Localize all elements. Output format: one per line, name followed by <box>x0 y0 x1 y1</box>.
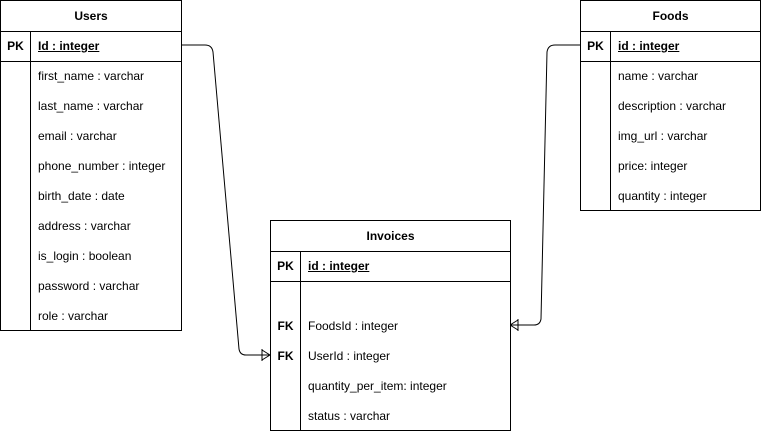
users-pk-field: Id : integer <box>38 39 100 53</box>
invoices-key-column <box>271 251 301 430</box>
invoices-field: status : varchar <box>308 409 391 423</box>
foods-field: quantity : integer <box>618 189 707 203</box>
foods-field: price: integer <box>618 159 688 173</box>
invoices-pk-row: PK id : integer <box>271 251 510 282</box>
foods-key-column <box>581 31 611 210</box>
invoices-fk-label: FK <box>277 349 294 363</box>
foods-invoices-relation-line <box>510 44 580 326</box>
users-field: last_name : varchar <box>38 99 144 113</box>
users-field: role : varchar <box>38 309 109 323</box>
foods-pk-field: id : integer <box>618 39 680 53</box>
users-key-column <box>1 31 31 330</box>
invoices-pk-field: id : integer <box>308 259 370 273</box>
foods-field: img_url : varchar <box>618 129 708 143</box>
invoices-field: quantity_per_item: integer <box>308 379 447 393</box>
users-field: email : varchar <box>38 129 117 143</box>
users-field: address : varchar <box>38 219 131 233</box>
crowfoot-many-icon <box>509 319 519 331</box>
users-invoices-relation-line <box>181 44 270 356</box>
invoices-fk-label: FK <box>277 319 294 333</box>
invoices-field: UserId : integer <box>308 349 391 363</box>
foods-entity[interactable]: Foods PK id : integer name : varchar des… <box>580 0 761 211</box>
invoices-pk-label: PK <box>277 259 294 273</box>
users-pk-row: PK Id : integer <box>1 31 181 62</box>
users-field: first_name : varchar <box>38 69 145 83</box>
invoices-title: Invoices <box>271 221 510 252</box>
users-field: phone_number : integer <box>38 159 166 173</box>
foods-title: Foods <box>581 1 760 32</box>
users-field: is_login : boolean <box>38 249 132 263</box>
users-field: birth_date : date <box>38 189 125 203</box>
users-title: Users <box>1 1 181 32</box>
invoices-entity[interactable]: Invoices PK id : integer FK FoodsId : in… <box>270 220 511 431</box>
foods-field: name : varchar <box>618 69 699 83</box>
foods-field: description : varchar <box>618 99 727 113</box>
users-field: password : varchar <box>38 279 140 293</box>
foods-pk-label: PK <box>587 39 604 53</box>
invoices-field: FoodsId : integer <box>308 319 399 333</box>
crowfoot-many-icon <box>261 349 271 361</box>
users-pk-label: PK <box>7 39 24 53</box>
foods-pk-row: PK id : integer <box>581 31 760 62</box>
users-entity[interactable]: Users PK Id : integer first_name : varch… <box>0 0 182 331</box>
